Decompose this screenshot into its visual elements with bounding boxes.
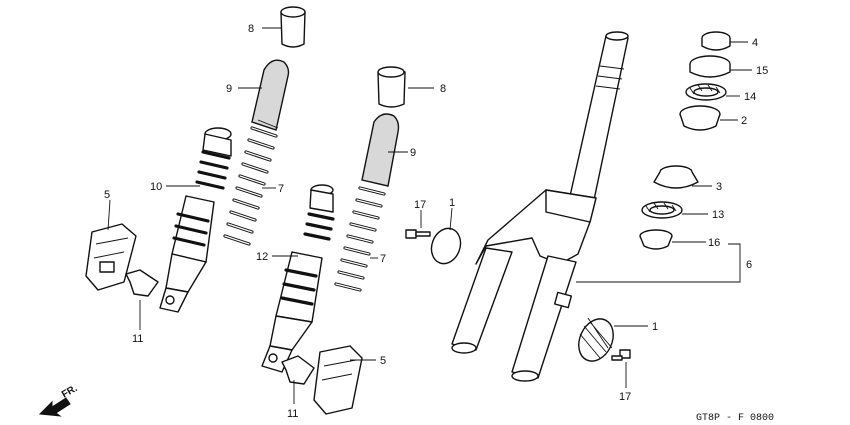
callout-13: 13 — [712, 209, 724, 221]
callout-1-upper: 1 — [449, 197, 455, 209]
callout-8-right: 8 — [440, 83, 446, 95]
callout-11-left: 11 — [132, 333, 143, 345]
callout-2: 2 — [741, 115, 747, 127]
race-part-2 — [679, 105, 721, 131]
bolt-part-17-lower — [611, 349, 631, 361]
rubber-stopper-part-9-right — [361, 113, 400, 187]
callout-15: 15 — [756, 65, 768, 77]
callout-16: 16 — [708, 237, 720, 249]
callout-7-right: 7 — [380, 253, 386, 265]
clip-part-11-left — [125, 269, 159, 297]
callout-10: 10 — [150, 181, 162, 193]
spring-part-7-left — [223, 126, 278, 246]
callout-14: 14 — [744, 91, 756, 103]
race-part-3 — [653, 165, 699, 189]
callout-11-right: 11 — [287, 408, 298, 420]
race-part-16 — [639, 229, 673, 250]
cover-part-5-right — [313, 345, 363, 415]
clip-part-11-right — [281, 355, 315, 385]
bearing-part-14 — [685, 83, 727, 101]
callout-17-upper: 17 — [414, 199, 426, 211]
cover-part-5-left — [85, 223, 137, 291]
leader-lines — [107, 27, 752, 404]
callout-7-left: 7 — [278, 183, 284, 195]
callout-9-right: 9 — [410, 147, 416, 159]
callout-4: 4 — [752, 37, 758, 49]
callout-8-left: 8 — [248, 23, 254, 35]
damper-part-10 — [159, 127, 232, 313]
cap-part-1-upper — [430, 227, 462, 265]
front-direction-arrow: FR. — [38, 383, 80, 417]
callout-12: 12 — [256, 251, 268, 263]
bolt-part-17-upper — [405, 229, 431, 239]
lock-nut-part-4 — [701, 31, 731, 51]
damper-part-12 — [261, 184, 335, 373]
callout-17-lower: 17 — [619, 391, 631, 403]
front-fork-part-6 — [451, 31, 629, 382]
spring-part-7-right — [334, 186, 386, 292]
adjusting-nut-part-15 — [689, 55, 731, 78]
callout-6: 6 — [746, 259, 752, 271]
figure-code: GT8P - F 0800 — [696, 413, 774, 424]
rubber-stopper-part-9-left — [251, 59, 290, 131]
callout-1-lower: 1 — [652, 321, 658, 333]
dust-cap-part-8-left — [280, 6, 306, 48]
callout-3: 3 — [716, 181, 722, 193]
cap-part-1-lower — [578, 317, 614, 362]
bearing-part-13 — [641, 201, 683, 219]
callout-5-right: 5 — [380, 355, 386, 367]
dust-cap-part-8-right — [377, 66, 406, 108]
direction-label: FR. — [60, 383, 80, 401]
callout-9-left: 9 — [226, 83, 232, 95]
callout-5-left: 5 — [104, 189, 110, 201]
